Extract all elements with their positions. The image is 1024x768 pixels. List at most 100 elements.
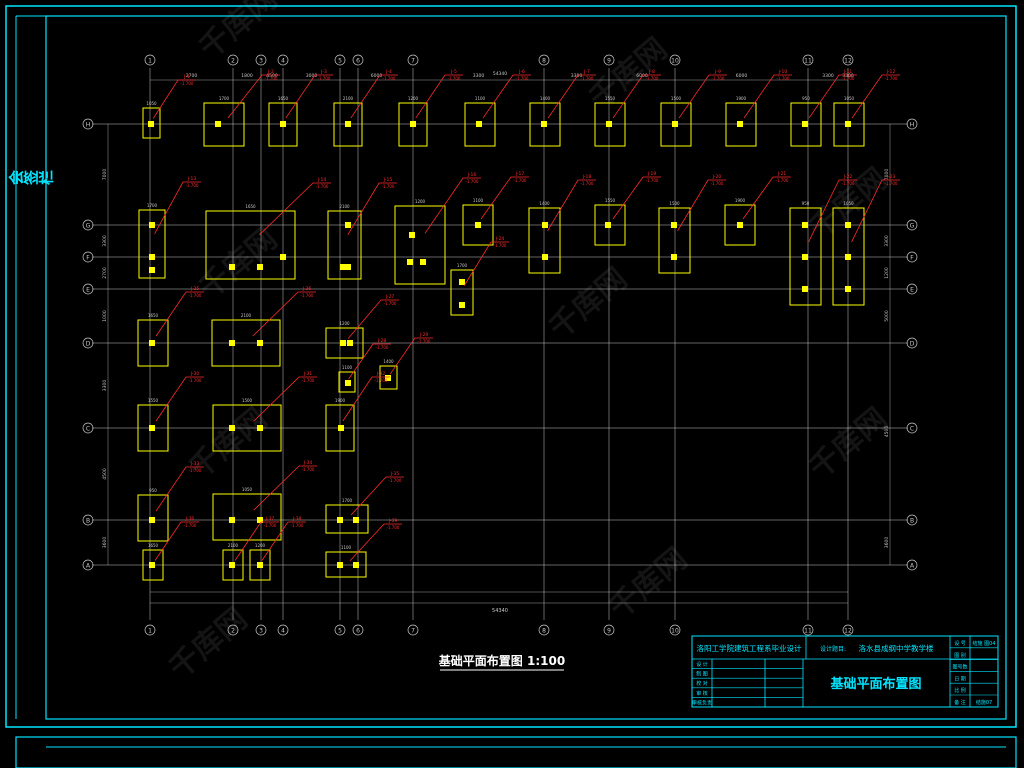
column-pad bbox=[149, 340, 155, 346]
footing-tag: J-24 bbox=[495, 236, 505, 242]
footing-dim: 1700 bbox=[342, 498, 353, 503]
footing-leader bbox=[612, 176, 661, 220]
title-block-project: 洛水县成纲中学教学楼 bbox=[859, 643, 934, 653]
axis-label: E bbox=[86, 287, 90, 294]
axis-bubble bbox=[906, 559, 918, 571]
footing-leader bbox=[155, 466, 204, 512]
footing-tag: J-10 bbox=[778, 69, 788, 75]
column-pad bbox=[459, 302, 465, 308]
dim-text-right: 4500 bbox=[884, 426, 890, 438]
column-pad bbox=[149, 254, 155, 260]
footing-elevation: -1.700 bbox=[646, 178, 659, 183]
column-pad bbox=[802, 222, 808, 228]
column-pad bbox=[229, 425, 235, 431]
tb-right-label: 图 别 bbox=[954, 652, 966, 659]
column-pad bbox=[542, 222, 548, 228]
column-pad bbox=[215, 121, 221, 127]
axis-label: 2 bbox=[231, 58, 235, 65]
footing-elevation: -1.700 bbox=[389, 478, 402, 483]
tb-right-value: 结施07 bbox=[976, 699, 992, 706]
footing-elevation: -1.700 bbox=[186, 183, 199, 188]
footing-outline bbox=[142, 107, 161, 139]
footing-tag: J-35 bbox=[390, 471, 400, 477]
tb-left-label: 审 核 bbox=[696, 690, 708, 697]
footing-tag: J-26 bbox=[302, 286, 312, 292]
footing-leader bbox=[463, 241, 509, 286]
footing-elevation: -1.700 bbox=[264, 523, 277, 528]
footing-tag: J-4 bbox=[385, 69, 392, 75]
footing-tag: J-14 bbox=[317, 177, 327, 183]
axis-label: C bbox=[910, 426, 914, 433]
footing-leader bbox=[677, 179, 726, 231]
axis-bubble bbox=[906, 283, 918, 295]
footing-dim: 1050 bbox=[843, 201, 854, 206]
footing-outline bbox=[594, 102, 626, 147]
footing-elevation: -1.700 bbox=[189, 378, 202, 383]
footing-leader bbox=[743, 74, 792, 119]
column-pad bbox=[280, 121, 286, 127]
column-pad bbox=[671, 222, 677, 228]
footing-tag: J-7 bbox=[583, 69, 590, 75]
footing-outline bbox=[450, 269, 474, 316]
dim-text-top: 3000 bbox=[306, 73, 318, 79]
dim-text-left: 4500 bbox=[102, 468, 108, 480]
axis-bubble bbox=[906, 422, 918, 434]
footing-elevation: -1.700 bbox=[383, 76, 396, 81]
axis-label: 5 bbox=[338, 58, 342, 65]
footing-tag: J-17 bbox=[515, 171, 525, 177]
axis-bubble bbox=[334, 624, 346, 636]
footing-elevation: -1.700 bbox=[316, 184, 329, 189]
column-pad bbox=[802, 254, 808, 260]
footing-leader bbox=[261, 521, 306, 561]
footing-dim: 1100 bbox=[341, 545, 352, 550]
column-pad bbox=[257, 517, 263, 523]
column-pad bbox=[845, 286, 851, 292]
footing-elevation: -1.700 bbox=[291, 523, 304, 528]
column-pad bbox=[476, 121, 482, 127]
column-pad bbox=[475, 222, 481, 228]
column-pad bbox=[345, 121, 351, 127]
footing-dim: 1200 bbox=[408, 96, 419, 101]
footing-leader bbox=[678, 74, 727, 119]
footing-outline bbox=[594, 204, 626, 246]
axis-label: H bbox=[86, 122, 91, 129]
column-pad bbox=[229, 517, 235, 523]
footing-elevation: -1.700 bbox=[516, 76, 529, 81]
footing-elevation: -1.700 bbox=[189, 468, 202, 473]
column-pad bbox=[459, 279, 465, 285]
footing-dim: 1500 bbox=[669, 201, 680, 206]
dim-text-left: 3300 bbox=[102, 380, 108, 392]
dim-text-top: 1800 bbox=[241, 73, 253, 79]
column-pad bbox=[149, 425, 155, 431]
footing-leader bbox=[808, 179, 857, 243]
footing-tag: J-2 bbox=[267, 69, 274, 75]
footing-elevation: -1.700 bbox=[885, 181, 898, 186]
axis-label: 11 bbox=[804, 58, 812, 65]
axis-label: 3 bbox=[259, 628, 263, 635]
drawing-title: 基础平面布置图 1:100 bbox=[438, 653, 565, 668]
column-pad bbox=[257, 562, 263, 568]
footing-dim: 1550 bbox=[148, 398, 159, 403]
axis-bubble bbox=[906, 514, 918, 526]
axis-label: 7 bbox=[411, 58, 415, 65]
footing-leader bbox=[389, 337, 433, 375]
footing-tag: J-33 bbox=[190, 461, 200, 467]
footing-outline bbox=[325, 504, 369, 534]
axis-label: 2 bbox=[231, 628, 235, 635]
footing-elevation: -1.700 bbox=[842, 181, 855, 186]
column-pad bbox=[149, 517, 155, 523]
footing-outline bbox=[338, 371, 356, 393]
footing-elevation: -1.700 bbox=[581, 76, 594, 81]
footing-dim: 950 bbox=[802, 201, 810, 206]
axis-bubble bbox=[144, 54, 156, 66]
dim-text-right: 7000 bbox=[884, 169, 890, 181]
axis-label: 5 bbox=[338, 628, 342, 635]
column-pad bbox=[353, 517, 359, 523]
footing-dim: 1650 bbox=[148, 313, 159, 318]
axis-label: D bbox=[86, 341, 91, 348]
footing-elevation: -1.700 bbox=[387, 525, 400, 530]
footing-dim: 1400 bbox=[540, 96, 551, 101]
footing-leader bbox=[152, 79, 196, 119]
footing-elevation: -1.700 bbox=[302, 467, 315, 472]
